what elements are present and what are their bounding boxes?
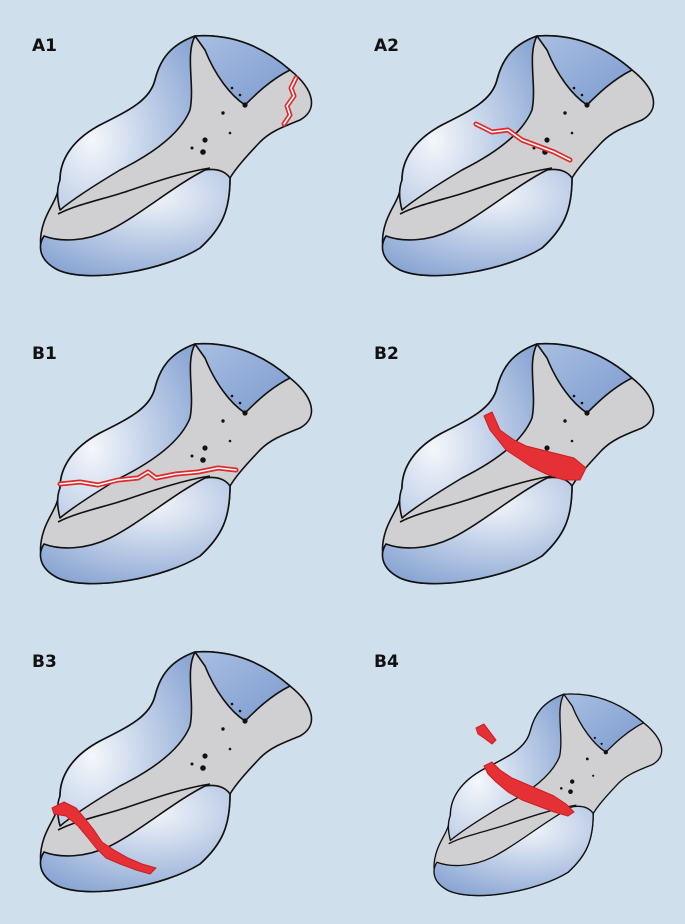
fracture-displaced <box>483 761 575 817</box>
panel-b1-drawing <box>39 342 313 585</box>
fracture-line <box>473 121 573 163</box>
fracture-fragment-upper <box>475 723 497 745</box>
panel-a1-label: A1 <box>32 36 57 56</box>
panel-a2-drawing <box>381 34 655 277</box>
panel-b3-drawing <box>39 650 313 893</box>
panel-a2: A2 <box>342 0 684 308</box>
panel-b3: B3 <box>0 616 342 924</box>
panel-b2: B2 <box>342 308 684 616</box>
fracture-line <box>281 75 299 127</box>
panel-b1-label: B1 <box>32 344 57 364</box>
panel-b3-label: B3 <box>32 652 57 672</box>
panel-a2-label: A2 <box>374 36 399 56</box>
panel-b4: B4 <box>342 616 684 924</box>
panel-b4-drawing <box>433 693 663 897</box>
panel-a1: A1 <box>0 0 342 308</box>
fracture-displaced <box>483 411 587 481</box>
fracture-line <box>57 465 239 488</box>
fracture-displaced <box>51 801 157 875</box>
panel-a1-drawing <box>39 34 313 277</box>
panel-b2-drawing <box>381 342 655 585</box>
panel-b2-label: B2 <box>374 344 399 364</box>
panel-b4-label: B4 <box>374 652 399 672</box>
panel-b1: B1 <box>0 308 342 616</box>
